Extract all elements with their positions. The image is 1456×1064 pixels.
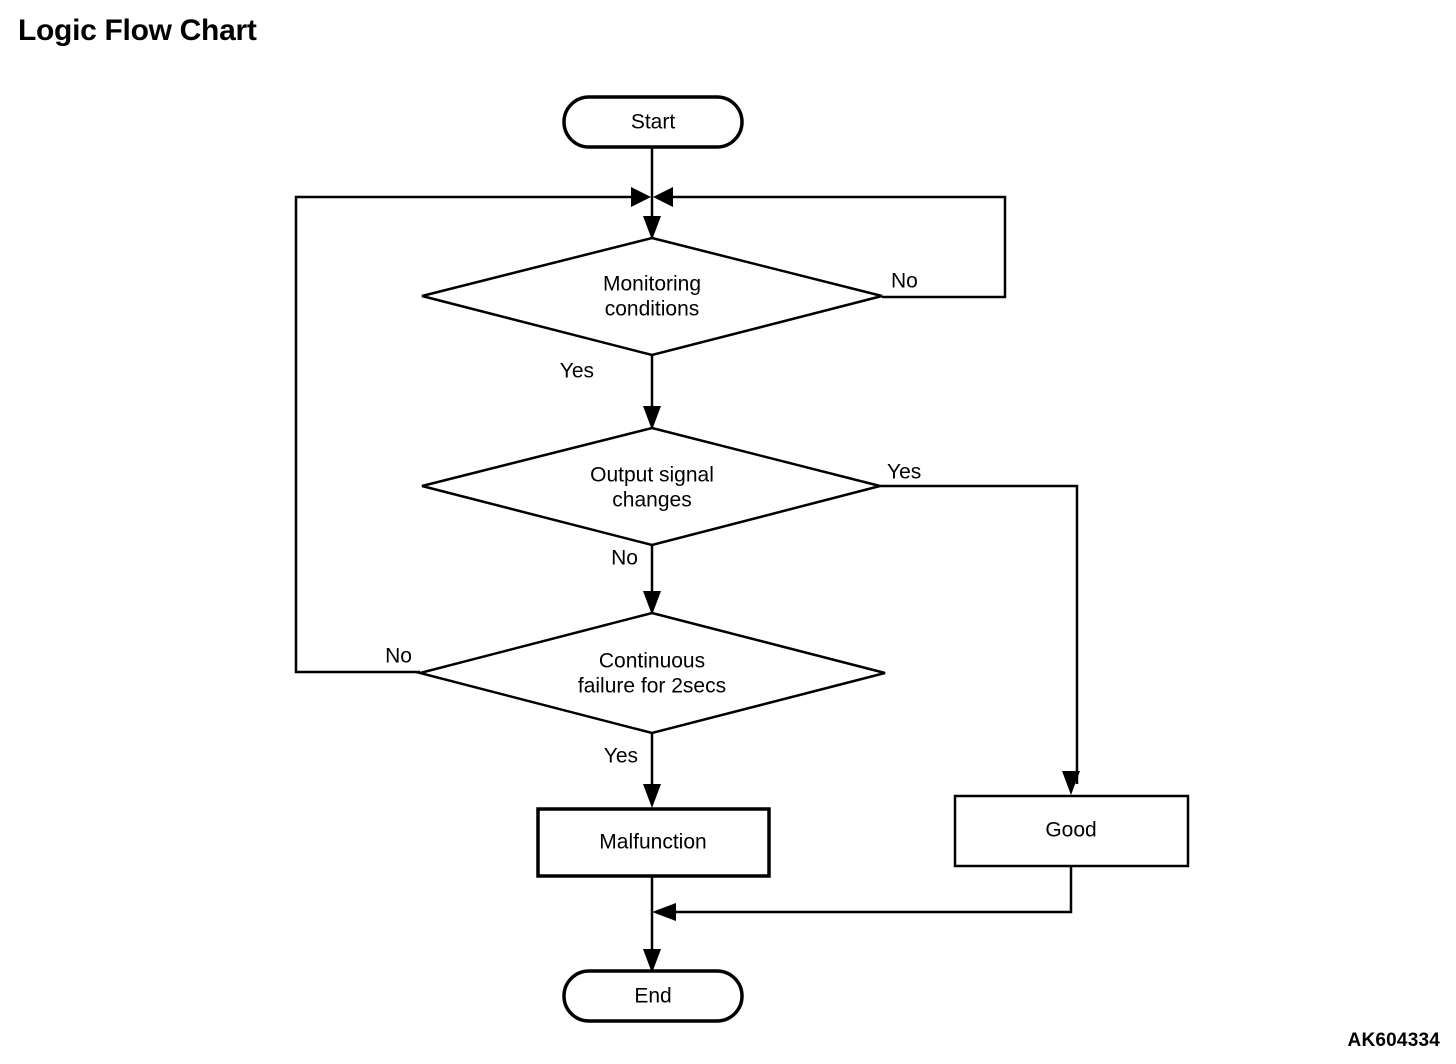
node-monitoring-conditions: Monitoring conditions [421,236,883,357]
edge-label-monitoring-no: No [891,270,918,293]
edge-monitoring-no-loop [663,195,1007,299]
node-good-label: Good [1045,819,1096,842]
edge-continuous-no-loop [294,195,641,674]
arrowhead-into-end [643,949,661,973]
node-continuous-label-line1: Continuous [599,650,705,673]
node-continuous-label-line2: failure for 2secs [578,675,726,698]
arrowhead-into-malfunction [643,784,661,808]
edge-good-to-end [665,866,1073,914]
node-good: Good [953,794,1190,868]
edge-label-monitoring-yes: Yes [560,360,594,383]
node-continuous-failure: Continuous failure for 2secs [415,611,886,735]
edge-output-yes-to-good [880,484,1079,784]
node-monitoring-label-line2: conditions [605,298,700,321]
node-end: End [562,969,744,1023]
node-output-label-line2: changes [612,489,691,512]
edge-label-output-yes: Yes [887,461,921,484]
arrowhead-merge-to-end [652,903,676,921]
node-start-label: Start [631,111,676,134]
node-monitoring-label-line1: Monitoring [603,273,701,296]
edge-label-continuous-no: No [385,645,412,668]
arrowhead-into-continuous [643,591,661,615]
junction-arrowhead-left [631,187,651,207]
page-title: Logic Flow Chart [18,14,257,47]
node-malfunction-label: Malfunction [599,831,706,854]
arrowhead-into-good [1062,771,1080,795]
node-malfunction: Malfunction [536,807,771,878]
junction-arrowhead-right [653,187,673,207]
node-output-signal-changes: Output signal changes [421,426,881,547]
arrowhead-into-monitoring [643,216,661,240]
edge-label-continuous-yes: Yes [604,745,638,768]
edge-label-output-no: No [611,547,638,570]
reference-code: AK604334 [1347,1030,1440,1051]
arrowhead-into-output [643,406,661,430]
node-start: Start [562,95,744,149]
node-end-label: End [634,985,671,1008]
node-output-label-line1: Output signal [590,464,714,487]
